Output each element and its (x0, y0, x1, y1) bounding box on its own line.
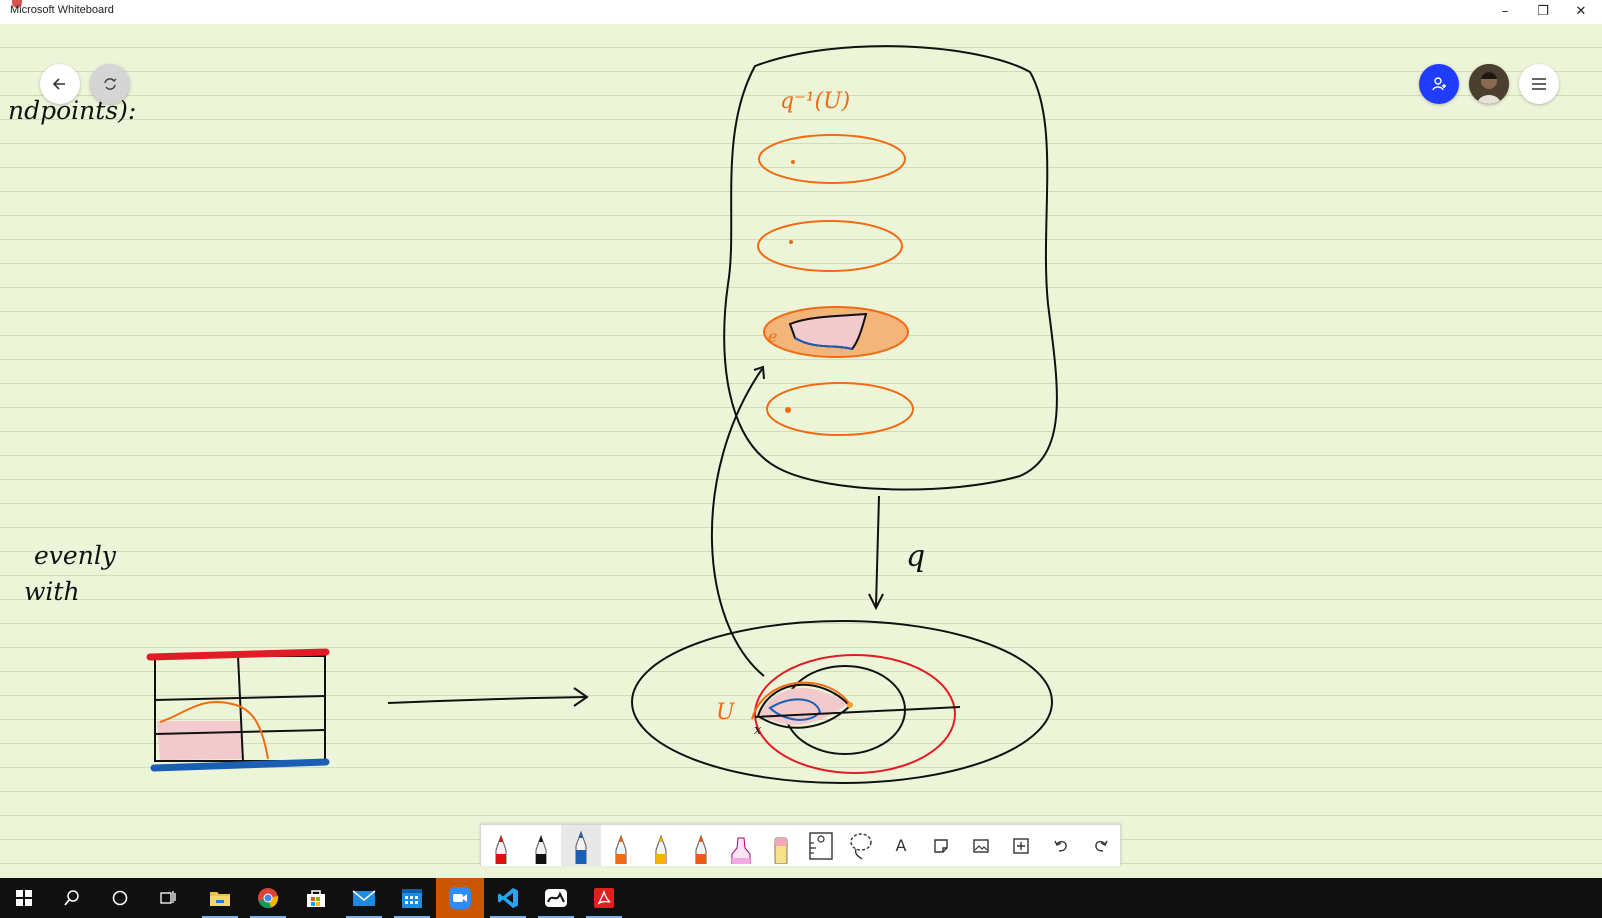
pen-orange-2-icon (695, 834, 707, 864)
pen-orange-tool[interactable] (601, 825, 641, 866)
calendar-icon (402, 889, 422, 908)
redo-button[interactable] (1081, 825, 1121, 866)
file-explorer-button[interactable] (196, 878, 244, 918)
cortana-icon (112, 890, 128, 906)
sticky-note-icon (934, 838, 948, 853)
invite-person-icon (1432, 77, 1446, 91)
whiteboard-icon (545, 889, 567, 907)
chrome-icon (258, 888, 279, 908)
add-tool[interactable] (1001, 825, 1041, 866)
restore-button[interactable]: ❐ (1537, 3, 1549, 19)
ruler-icon (809, 831, 833, 860)
vscode-button[interactable] (484, 878, 532, 918)
store-button[interactable] (292, 878, 340, 918)
mail-button[interactable] (340, 878, 388, 918)
cortana-button[interactable] (96, 878, 144, 918)
menu-icon (1532, 78, 1546, 90)
pen-black-icon (535, 834, 547, 864)
eraser-tool[interactable] (761, 825, 801, 866)
lasso-icon (850, 832, 872, 860)
window-title: Microsoft Whiteboard (10, 4, 114, 16)
pen-red-icon (495, 834, 507, 864)
image-tool[interactable] (961, 825, 1001, 866)
point-label: x (754, 723, 762, 738)
ink-toolbar: A (480, 824, 1121, 866)
undo-icon (1054, 840, 1067, 852)
chrome-button[interactable] (244, 878, 292, 918)
task-view-button[interactable] (144, 878, 192, 918)
pen-red-tool[interactable] (481, 825, 521, 866)
sheet-label: e (768, 327, 777, 346)
handwriting-evenly: evenly (34, 541, 117, 570)
zoom-button[interactable] (436, 878, 484, 918)
map-label: q (906, 539, 925, 574)
search-button[interactable] (48, 878, 96, 918)
text-icon: A (895, 836, 907, 855)
image-icon (973, 838, 989, 853)
pen-blue-icon (575, 830, 587, 864)
whiteboard-button[interactable] (532, 878, 580, 918)
undo-button[interactable] (1041, 825, 1081, 866)
highlighter-pink-tool[interactable] (721, 825, 761, 866)
start-icon (16, 890, 32, 906)
lift-arrow (710, 365, 765, 677)
mail-icon (352, 890, 376, 906)
calendar-button[interactable] (388, 878, 436, 918)
taskbar (0, 878, 1602, 918)
preimage-region: q⁻¹(U) e (723, 45, 1058, 491)
pen-yellow-icon (655, 834, 667, 864)
add-icon (1013, 837, 1029, 854)
sync-icon (104, 78, 117, 90)
start-button[interactable] (0, 878, 48, 918)
pen-yellow-tool[interactable] (641, 825, 681, 866)
close-button[interactable]: ✕ (1575, 3, 1587, 19)
handwriting-with: with (24, 577, 80, 606)
user-avatar[interactable] (1469, 64, 1509, 104)
text-tool[interactable]: A (881, 825, 921, 866)
acrobat-icon (594, 888, 614, 908)
title-bar: Microsoft Whiteboard – ❐ ✕ (0, 0, 1602, 25)
set-label: U (716, 700, 736, 725)
minimize-button[interactable]: – (1501, 3, 1509, 19)
zoom-icon (449, 887, 471, 909)
base-space: U x (631, 620, 1053, 784)
file-explorer-icon (210, 892, 230, 906)
invite-button[interactable] (1419, 64, 1459, 104)
pen-blue-tool[interactable] (561, 825, 601, 866)
sync-button[interactable] (90, 64, 130, 104)
task-view-icon (160, 891, 176, 904)
highlighter-pink-icon (731, 837, 751, 864)
grid-sketch (146, 648, 330, 772)
avatar-photo-icon (1469, 64, 1509, 104)
pen-black-tool[interactable] (521, 825, 561, 866)
map-arrow (868, 495, 884, 611)
pen-orange-icon (615, 834, 627, 864)
lasso-tool[interactable] (841, 825, 881, 866)
search-icon (64, 890, 79, 906)
ruler-tool[interactable] (801, 825, 841, 866)
menu-button[interactable] (1519, 64, 1559, 104)
redo-icon (1095, 840, 1108, 852)
eraser-icon (774, 837, 788, 864)
whiteboard-canvas[interactable]: ndpoints): evenly with q⁻¹(U) (0, 24, 1602, 884)
back-button[interactable] (40, 64, 80, 104)
app-badge-icon (12, 0, 22, 8)
sticky-note-tool[interactable] (921, 825, 961, 866)
acrobat-button[interactable] (580, 878, 628, 918)
whiteboard-ink-layer[interactable]: ndpoints): evenly with q⁻¹(U) (0, 24, 1602, 884)
arrow-to-base (387, 687, 589, 707)
vscode-icon (498, 888, 518, 908)
store-icon (307, 890, 325, 907)
back-arrow-icon (52, 78, 65, 90)
pen-orange-2-tool[interactable] (681, 825, 721, 866)
preimage-label: q⁻¹(U) (780, 89, 850, 114)
